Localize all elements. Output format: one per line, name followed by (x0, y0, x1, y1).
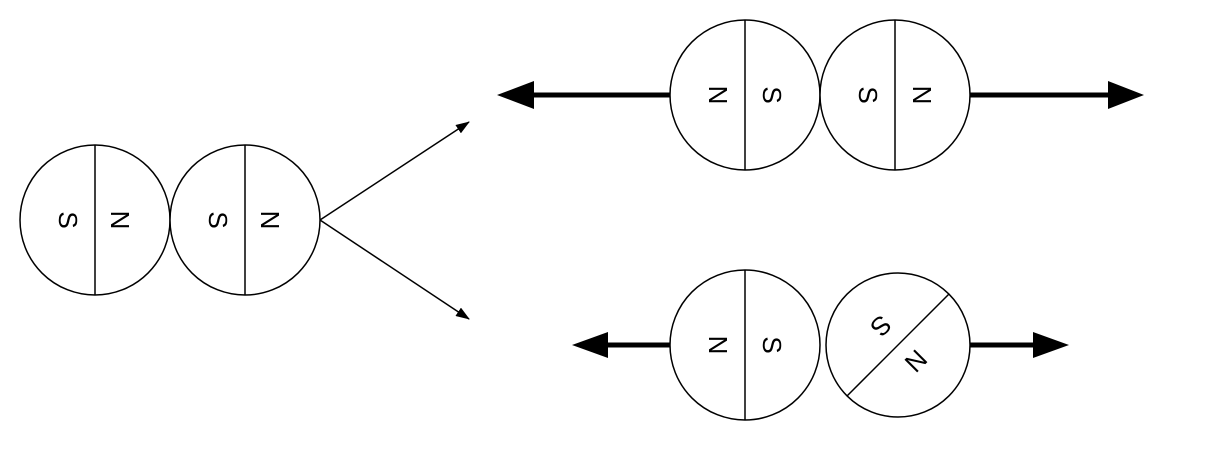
pole-label-left: N (703, 86, 733, 105)
pole-label-right: N (907, 86, 937, 105)
bottom-force-arrow-right (969, 332, 1069, 358)
pole-label-left: S (203, 211, 233, 228)
pole-label-left: S (53, 211, 83, 228)
pole-label-right: N (105, 211, 135, 230)
pole-label-right: N (255, 211, 285, 230)
pole-label-left: S (853, 86, 883, 103)
top-force-arrow-left (497, 81, 672, 109)
bottom-magnet-1: N S (669, 269, 821, 421)
bottom-magnet-2-rotated: S N (825, 272, 971, 418)
bottom-force-arrow-left (572, 332, 672, 358)
top-magnet-2: S N (819, 19, 971, 171)
pole-label-left: N (703, 336, 733, 355)
pole-divider (846, 293, 950, 397)
left-magnet-1: S N (19, 144, 171, 296)
pole-label-right: S (757, 336, 787, 353)
pole-label-right: S (757, 86, 787, 103)
branch-arrow-down (319, 219, 470, 320)
left-magnet-2: S N (169, 144, 321, 296)
top-force-arrow-right (969, 81, 1144, 109)
top-magnet-1: N S (669, 19, 821, 171)
branch-arrow-up (319, 121, 470, 221)
